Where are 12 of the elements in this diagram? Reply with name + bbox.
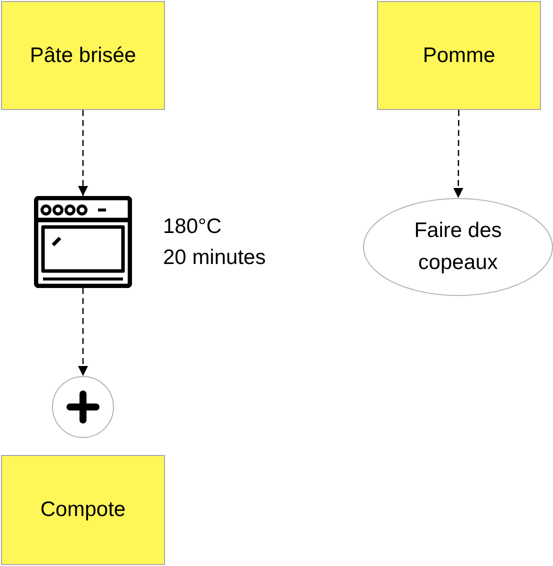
oven-icon <box>34 196 132 288</box>
process-box <box>377 1 541 110</box>
process-box <box>1 1 165 110</box>
arrow <box>78 288 88 376</box>
node-label: Faire des copeaux <box>413 218 503 276</box>
process-box <box>1 455 165 565</box>
arrow <box>78 110 88 196</box>
arrow <box>453 110 464 198</box>
step-note: 180°C 20 minutes <box>163 214 266 271</box>
node-label: Pâte brisée <box>30 42 136 68</box>
node-label: Compote <box>40 497 126 523</box>
node-label: Pomme <box>422 42 496 68</box>
